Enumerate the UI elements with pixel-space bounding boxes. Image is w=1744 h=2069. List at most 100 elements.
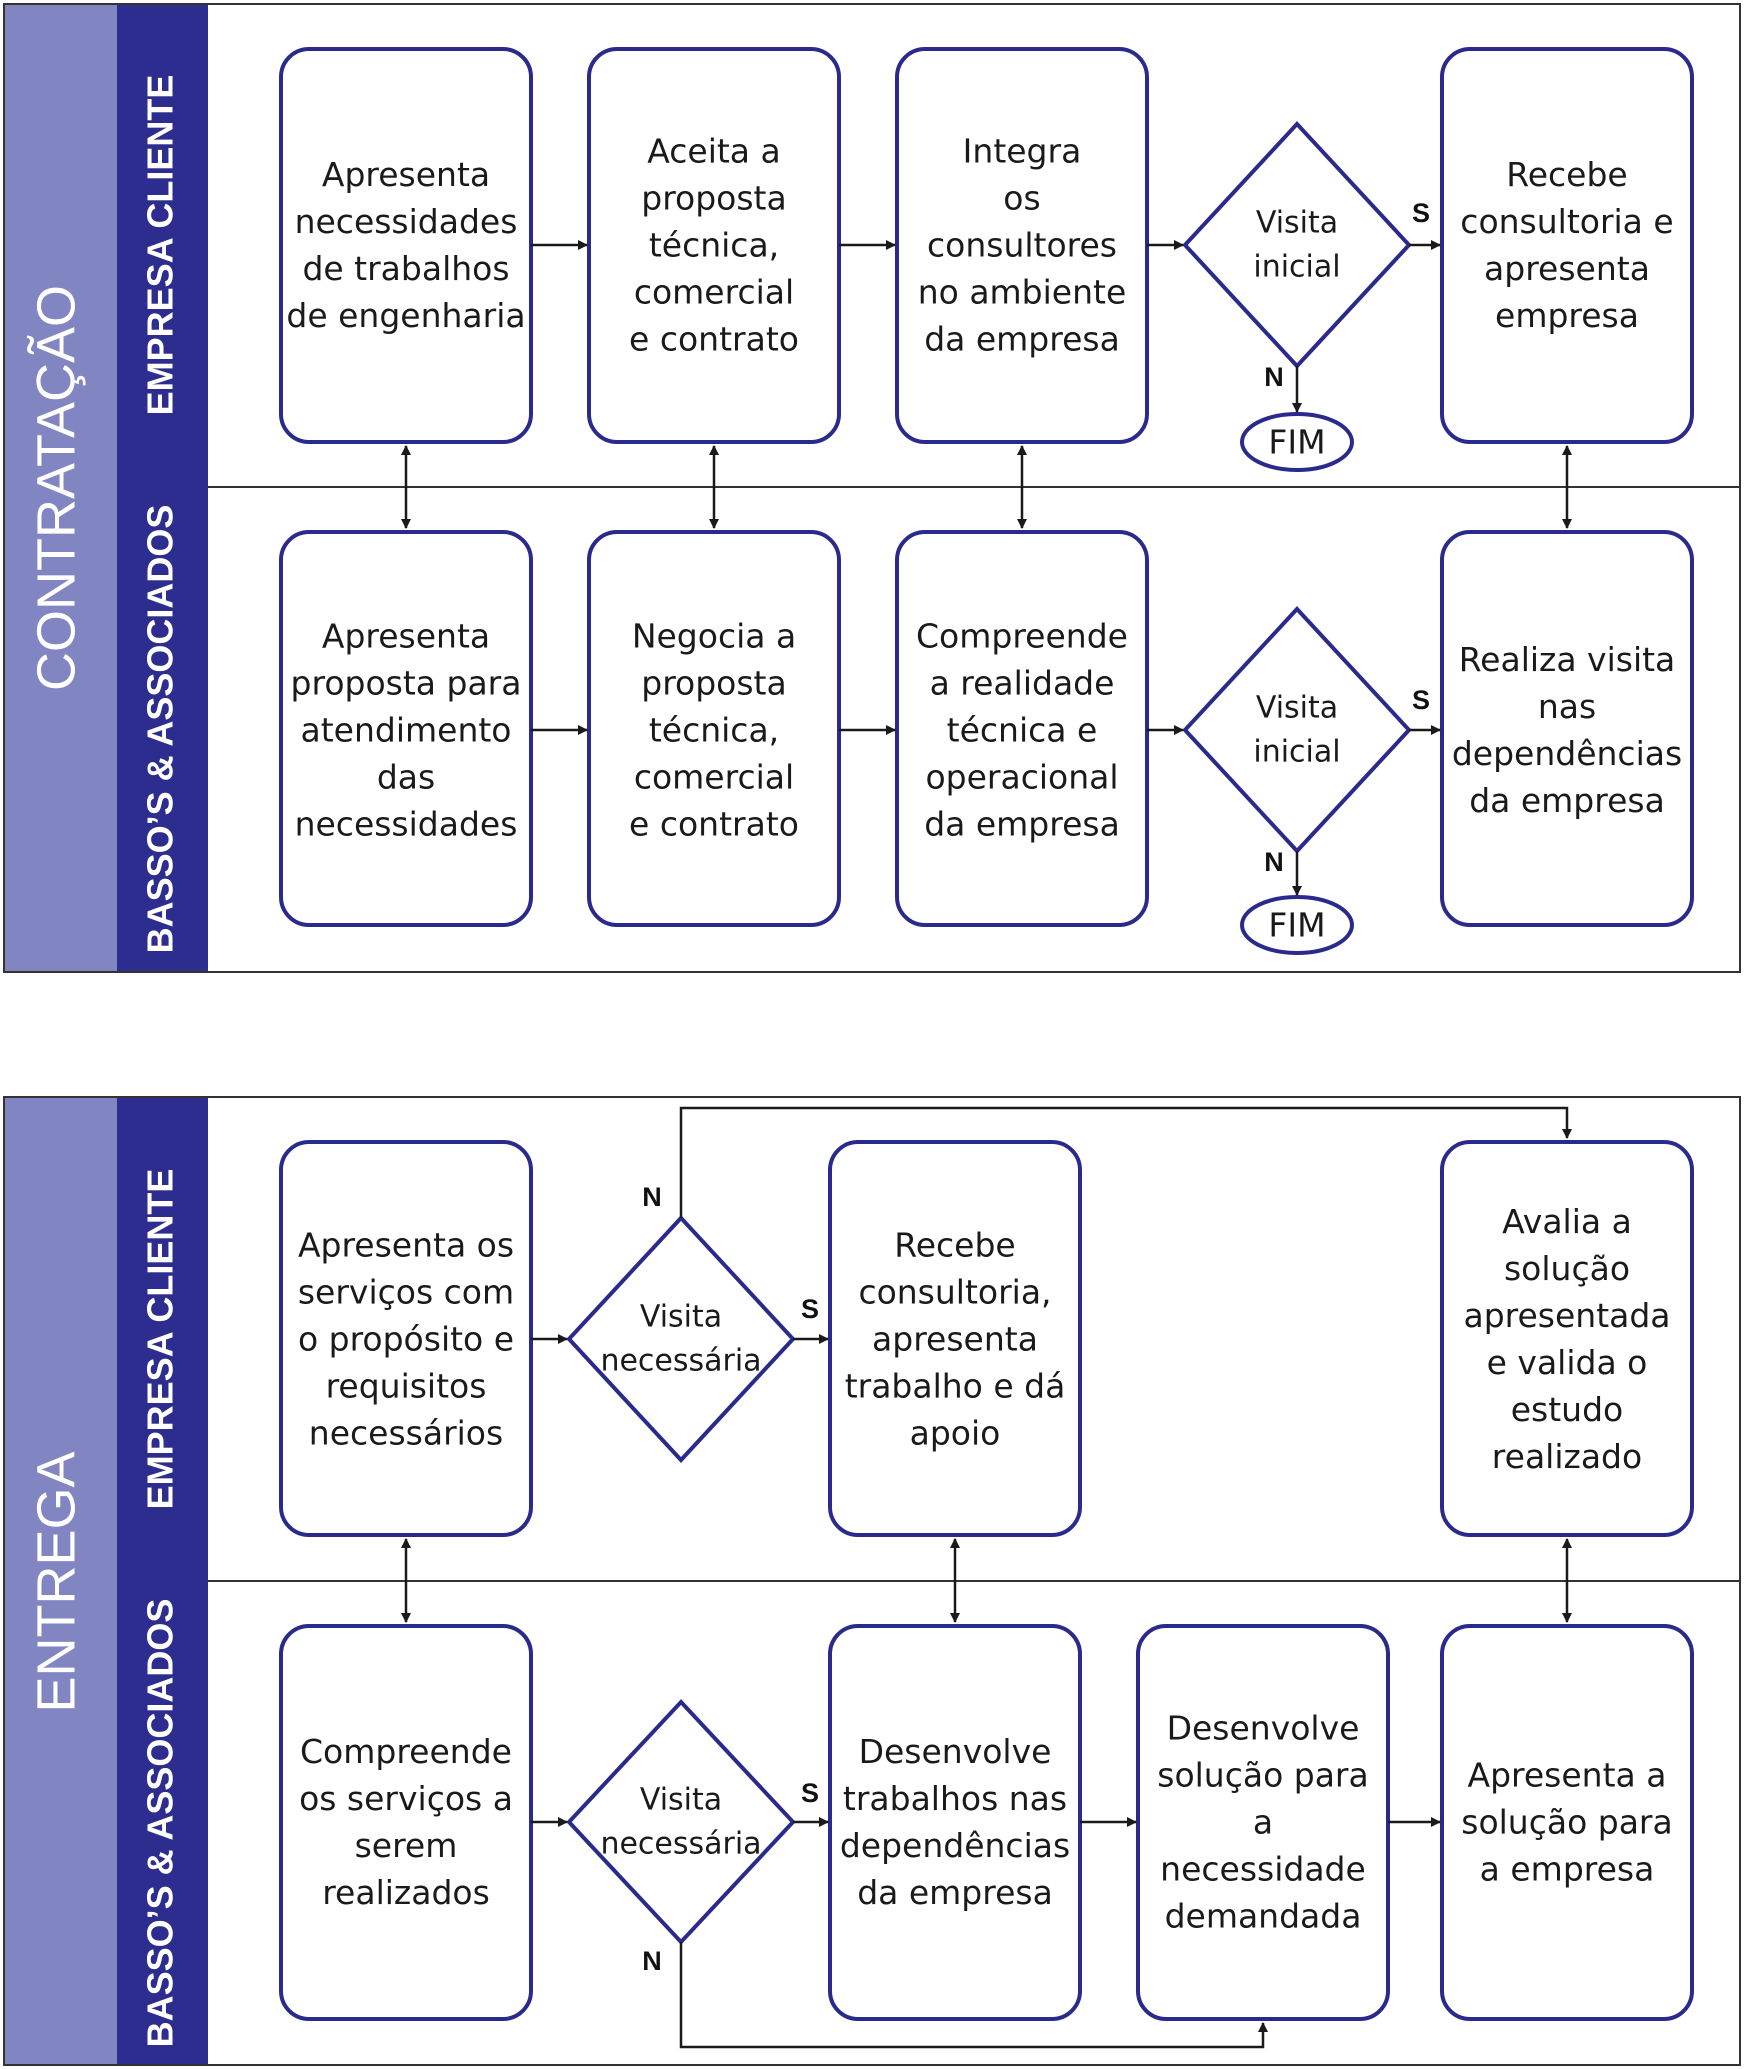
flag-yes: S xyxy=(801,1778,819,1808)
node-text-line: a xyxy=(1253,1803,1273,1842)
node-text-line: Visita xyxy=(1256,691,1338,726)
node-text-line: da empresa xyxy=(924,805,1120,844)
node-text-line: proposta para xyxy=(291,664,522,703)
node-text-line: trabalho e dá xyxy=(845,1367,1066,1406)
node-text-line: de trabalhos xyxy=(302,249,509,288)
node-text-line: o propósito e xyxy=(298,1320,514,1359)
node-text-line: operacional xyxy=(925,758,1118,797)
node-text-line: estudo xyxy=(1511,1390,1624,1429)
node-text-line: Recebe xyxy=(1506,155,1627,194)
node-text-line: inicial xyxy=(1253,250,1340,285)
node-text-line: no ambiente xyxy=(918,273,1127,312)
node-text-line: Aceita a xyxy=(647,132,780,171)
node-text-line: apoio xyxy=(910,1414,1001,1453)
node-text-line: apresenta xyxy=(1484,249,1650,288)
node-text-line: e contrato xyxy=(629,805,799,844)
terminal-end: FIM xyxy=(1240,895,1354,955)
node-text-line: das xyxy=(377,758,435,797)
flag-yes: S xyxy=(801,1294,819,1324)
lane-client-label: EMPRESA CLIENTE xyxy=(140,1169,181,1510)
node-text-line: os serviços a xyxy=(299,1779,513,1818)
node-text-line: da empresa xyxy=(1469,781,1665,820)
node-text-line: Apresenta os xyxy=(298,1226,514,1265)
node-text: Apresenta necessidades de trabalhos de enge… xyxy=(286,155,525,335)
node-text-line: técnica, xyxy=(649,226,779,265)
node-text-line: consultoria e xyxy=(1460,202,1673,241)
node-text-line: serviços com xyxy=(298,1273,514,1312)
node-text-line: apresentada xyxy=(1463,1296,1670,1335)
node-text: Apresenta os serviços com o propósito e req… xyxy=(298,1226,514,1453)
flag-no: N xyxy=(1264,362,1284,392)
node-text-line: solução para xyxy=(1461,1803,1672,1842)
node-text-line: de engenharia xyxy=(286,296,525,335)
node-text-line: realizado xyxy=(1492,1437,1642,1476)
connectors xyxy=(401,1106,1572,2049)
end-label: FIM xyxy=(1268,423,1325,462)
node-text-line: atendimento xyxy=(301,711,512,750)
flag-no: N xyxy=(642,1946,662,1976)
node-text-line: nas xyxy=(1538,687,1596,726)
node-text-line: Avalia a xyxy=(1502,1202,1632,1241)
lane-basso-label: BASSO’S & ASSOCIADOS xyxy=(140,505,181,954)
node-text-line: técnica e xyxy=(947,711,1098,750)
process-node: Realiza visita nas dependências da empresa xyxy=(1440,530,1694,927)
node-text-line: dependências xyxy=(1452,734,1682,773)
node-text-line: requisitos xyxy=(326,1367,487,1406)
node-text-line: necessária xyxy=(600,1827,761,1862)
node-text-line: Apresenta xyxy=(322,155,490,194)
node-text-line: necessários xyxy=(309,1414,503,1453)
node-text-line: Realiza visita xyxy=(1459,640,1676,679)
end-label: FIM xyxy=(1268,906,1325,945)
node-text-line: Visita xyxy=(1256,206,1338,241)
node-text-line: a empresa xyxy=(1480,1850,1655,1889)
flag-no: N xyxy=(1264,847,1284,877)
decision-text: Visita inicial xyxy=(1253,206,1340,285)
node-text-line: necessidades xyxy=(295,805,518,844)
section-contratacao-band xyxy=(4,4,117,972)
flag-yes: S xyxy=(1412,198,1430,228)
node-text-line: Desenvolve xyxy=(1167,1709,1360,1748)
node-text-line: Integra xyxy=(963,132,1082,171)
node-text-line: técnica, xyxy=(649,711,779,750)
node-text-line: realizados xyxy=(322,1873,490,1912)
node-text-line: necessária xyxy=(600,1344,761,1379)
node-text-line: da empresa xyxy=(924,320,1120,359)
node-text-line: Compreende xyxy=(916,617,1128,656)
node-text-line: Apresenta a xyxy=(1468,1756,1667,1795)
node-text-line: Negocia a xyxy=(632,617,796,656)
lane-basso-band xyxy=(117,1581,208,2065)
lane-client-band xyxy=(117,4,208,487)
terminal-end: FIM xyxy=(1240,412,1354,472)
node-text-line: Compreende xyxy=(300,1732,512,1771)
node-text-line: demandada xyxy=(1165,1897,1362,1936)
node-text-line: proposta xyxy=(641,179,786,218)
node-text-line: necessidades xyxy=(295,202,518,241)
node-text-line: comercial xyxy=(634,758,794,797)
node-text-line: consultores xyxy=(927,226,1117,265)
process-node: Apresenta os serviços com o propósito e req… xyxy=(279,1140,533,1537)
